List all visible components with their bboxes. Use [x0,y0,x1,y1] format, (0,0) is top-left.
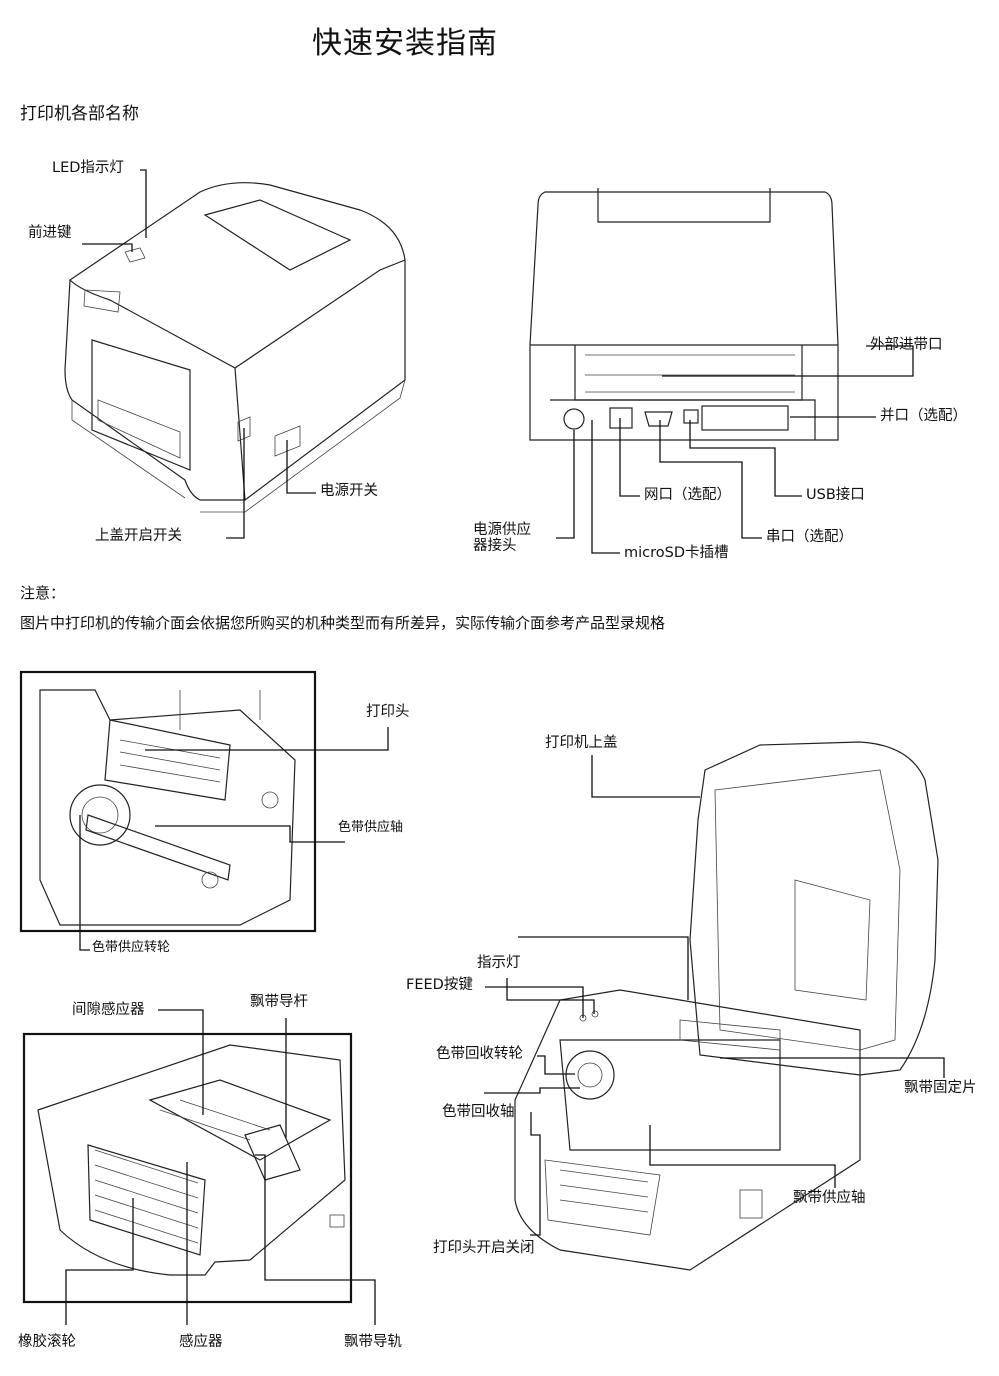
label-serial-port: 串口（选配） [766,529,853,545]
note-text: 图片中打印机的传输介面会依据您所购买的机种类型而有所差异，实际传输介面参考产品型… [20,614,666,632]
printer-rear-illustration [529,188,839,441]
label-print-head-switch: 打印头开启关闭 [433,1240,535,1256]
label-media-guide-bar: 飘带导杆 [250,994,308,1010]
label-media-holder: 飘带固定片 [904,1080,977,1096]
label-rubber-roller: 橡胶滚轮 [18,1334,76,1350]
label-power-switch: 电源开关 [320,483,378,499]
label-feed-key: FEED按键 [406,977,473,993]
printer-inner-illustration [37,1044,346,1276]
label-power-connector-2: 器接头 [473,538,517,554]
label-power-connector-1: 电源供应 [473,522,531,538]
print-head-detail-illustration [39,689,296,926]
label-led: LED指示灯 [52,160,124,176]
label-sensor: 感应器 [179,1334,223,1350]
label-cover-switch: 上盖开启开关 [95,528,182,544]
printer-open-illustration [514,741,939,1271]
label-ribbon-supply-wheel: 色带供应转轮 [92,940,171,955]
label-ribbon-supply-shaft: 色带供应轴 [338,820,404,835]
detail-frame [19,670,317,933]
label-indicator: 指示灯 [477,955,521,971]
label-top-cover: 打印机上盖 [545,735,618,751]
page-title: 快速安装指南 [312,26,498,61]
label-feed-button: 前进键 [28,225,72,241]
note-heading: 注意： [20,584,66,602]
label-parallel-port: 并口（选配） [880,408,967,424]
label-external-feed: 外部进带口 [870,337,943,353]
label-microsd-slot: microSD卡插槽 [624,545,729,561]
section-heading: 打印机各部名称 [20,104,139,124]
label-media-guide-rail: 飘带导轨 [344,1334,402,1350]
printer-front-illustration [64,182,406,513]
label-gap-sensor: 间隙感应器 [72,1002,145,1018]
label-ribbon-rewind-wheel: 色带回收转轮 [436,1046,523,1062]
label-network-port: 网口（选配） [644,487,731,503]
label-print-head: 打印头 [366,704,410,720]
label-usb-port: USB接口 [806,487,865,503]
label-media-supply-shaft: 飘带供应轴 [793,1190,866,1206]
label-ribbon-rewind-shaft: 色带回收轴 [442,1104,515,1120]
